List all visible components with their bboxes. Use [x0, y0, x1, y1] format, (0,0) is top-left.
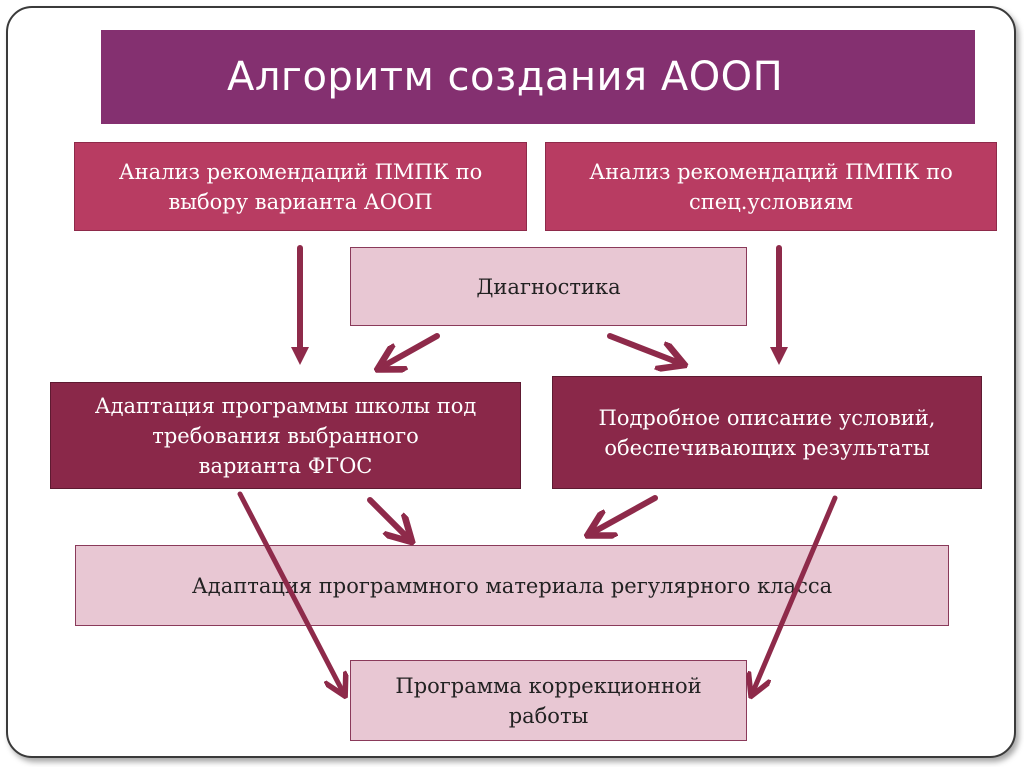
box-analysis-conditions: Анализ рекомендаций ПМПК по спец.условия… — [545, 142, 997, 231]
slide-title: Алгоритм создания АООП — [227, 54, 784, 100]
box-analysis-variant: Анализ рекомендаций ПМПК по выбору вариа… — [74, 142, 527, 231]
box-adapt-school-label: Адаптация программы школы под требования… — [94, 393, 477, 478]
title-bar: Алгоритм создания АООП — [101, 30, 975, 124]
box-adapt-material: Адаптация программного материала регуляр… — [75, 545, 949, 626]
box-correction: Программа коррекционной работы — [350, 660, 747, 741]
box-adapt-material-label: Адаптация программного материала регуляр… — [191, 573, 833, 598]
box-adapt-school: Адаптация программы школы под требования… — [50, 382, 521, 489]
box-correction-label: Программа коррекционной работы — [395, 673, 702, 728]
box-diagnostics: Диагностика — [350, 247, 747, 326]
box-analysis-variant-label: Анализ рекомендаций ПМПК по выбору вариа… — [118, 159, 483, 214]
box-diagnostics-label: Диагностика — [476, 274, 621, 299]
box-analysis-conditions-label: Анализ рекомендаций ПМПК по спец.условия… — [589, 159, 953, 214]
box-description: Подробное описание условий, обеспечивающ… — [552, 376, 982, 489]
box-description-label: Подробное описание условий, обеспечивающ… — [598, 405, 936, 460]
